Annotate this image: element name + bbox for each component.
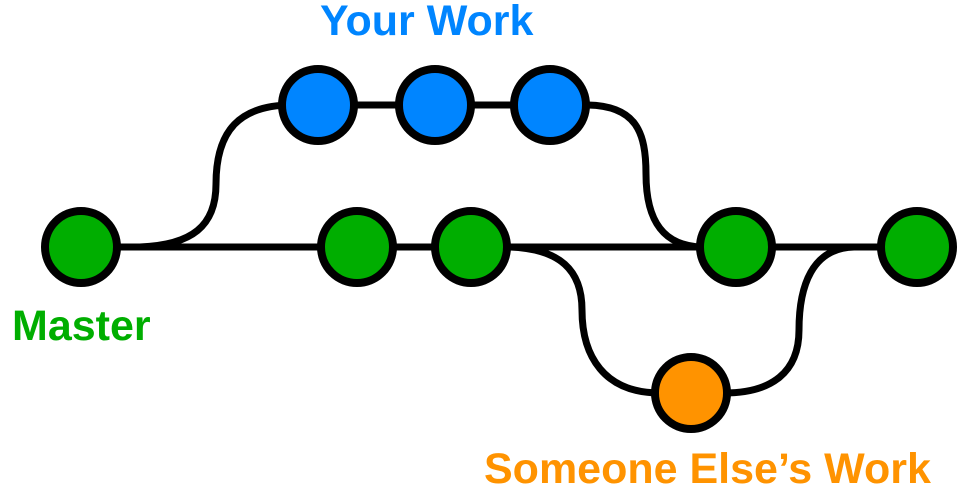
commit-master-3: [431, 207, 511, 287]
commit-your-work-2: [395, 65, 475, 145]
commit-master-4: [696, 207, 776, 287]
commit-master-1: [41, 207, 121, 287]
commit-your-work-1: [278, 65, 358, 145]
label-someone-elses-work: Someone Else’s Work: [484, 445, 931, 493]
label-master: Master: [12, 302, 151, 350]
commit-someone-else-1: [651, 353, 731, 433]
commit-your-work-3: [510, 65, 590, 145]
label-your-work: Your Work: [320, 0, 534, 45]
commit-master-2: [317, 207, 397, 287]
commit-master-5: [877, 207, 957, 287]
